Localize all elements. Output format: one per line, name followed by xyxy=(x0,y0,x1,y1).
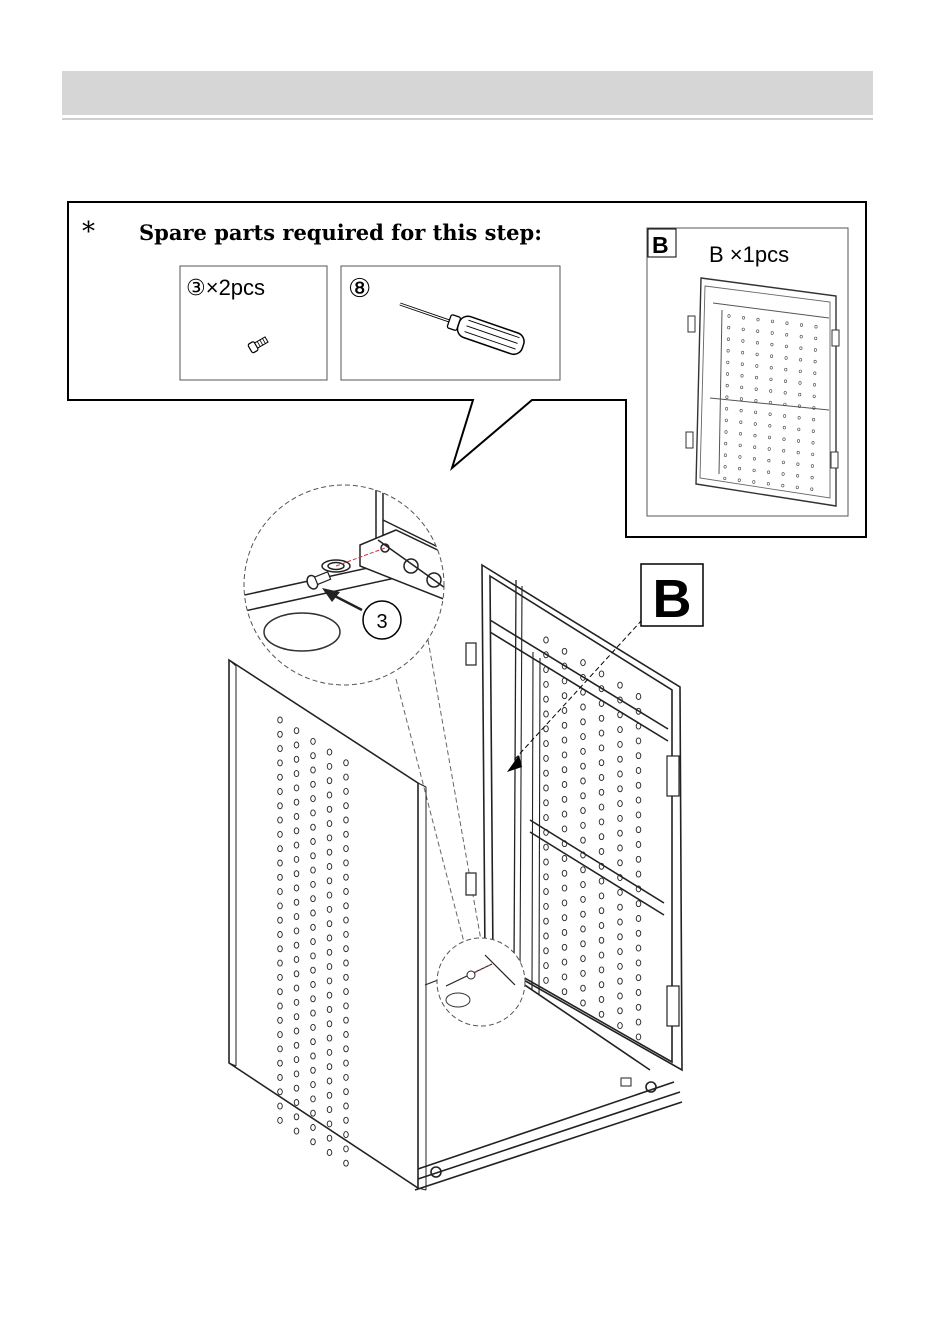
peg-hole xyxy=(278,1117,283,1123)
side-panel xyxy=(229,660,426,1190)
magnifier-leader-right xyxy=(428,640,482,946)
panel-card-b: B B ×1pcs xyxy=(647,228,848,516)
pegboard-panel-icon xyxy=(686,278,839,506)
peg-hole xyxy=(294,1128,299,1134)
peg-hole xyxy=(311,1125,316,1131)
peg-hole xyxy=(344,1146,349,1152)
peg-hole xyxy=(344,1160,349,1166)
peg-hole xyxy=(278,1103,283,1109)
part-number-callout: 3 xyxy=(363,601,401,639)
peg-hole xyxy=(311,1139,316,1145)
panel-card-letter: B xyxy=(652,232,669,258)
peg-hole xyxy=(327,1150,332,1156)
corner-detail-circle xyxy=(437,938,525,1026)
callout-number: 3 xyxy=(376,611,387,633)
magnifier-circle xyxy=(240,485,450,685)
panel-card-quantity: B ×1pcs xyxy=(709,242,789,267)
asterisk-marker: * xyxy=(82,217,95,247)
peg-hole xyxy=(294,1114,299,1120)
peg-hole xyxy=(327,1135,332,1141)
spare-parts-title: Spare parts required for this step: xyxy=(139,220,542,245)
screw-quantity-label: ③×2pcs xyxy=(186,275,265,300)
part-card-screwdriver: ⑧ xyxy=(341,266,560,380)
part-card-screw: ③×2pcs xyxy=(180,266,327,380)
screwdriver-label: ⑧ xyxy=(348,273,371,303)
panel-marker-letter: B xyxy=(653,569,692,629)
